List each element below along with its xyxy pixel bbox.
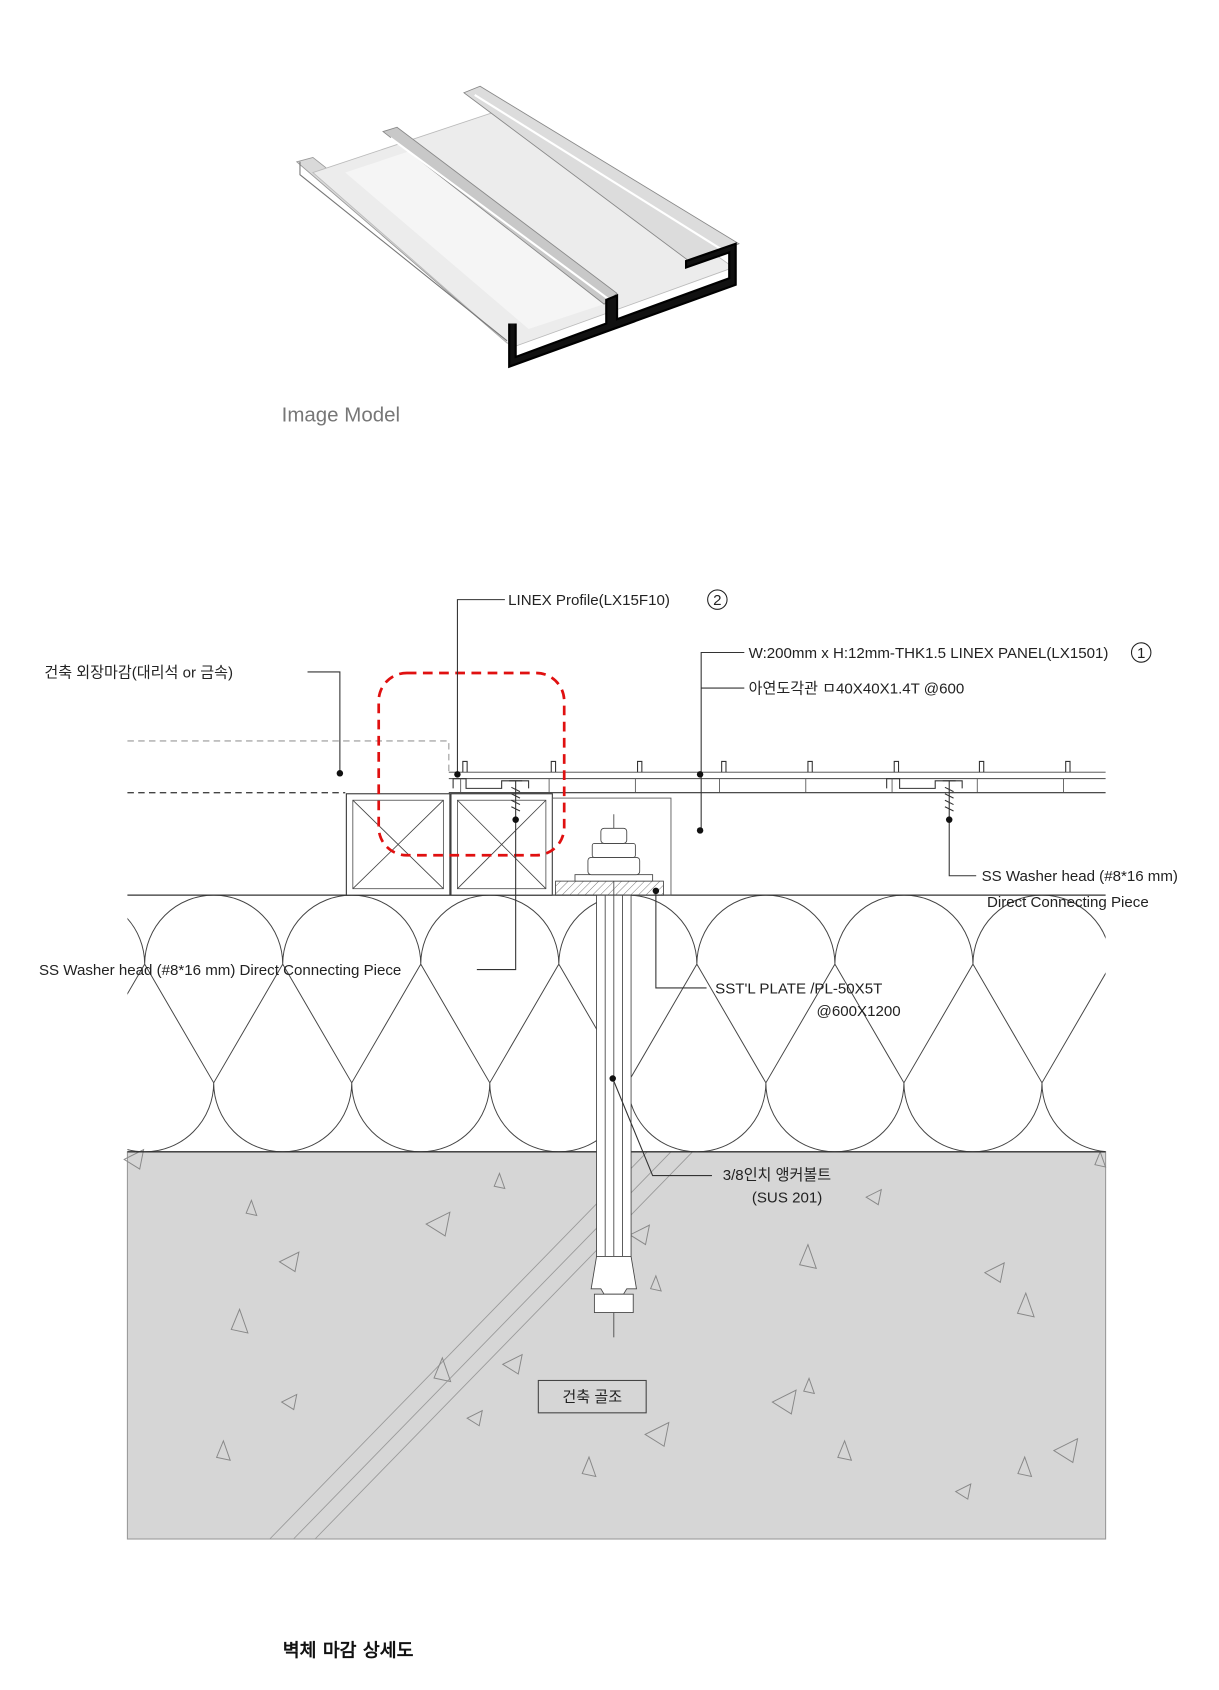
aggregate-triangle [983, 1262, 1005, 1284]
aggregate-triangle [278, 1251, 300, 1273]
aggregate-triangle [1017, 1455, 1033, 1478]
panel-rib [978, 760, 985, 773]
aggregate-triangle [837, 1439, 853, 1461]
label-exterior-finish: 건축 외장마감(대리석 or 금속) [44, 664, 233, 681]
label-square-pipe: 아연도각관 ㅁ40X40X1.4T @600 [749, 680, 965, 697]
existing-finish-outline [127, 740, 450, 773]
aggregate-triangle [649, 1274, 662, 1292]
leader-dots [336, 770, 953, 1082]
label-linex-panel-number: 1 [1137, 645, 1145, 662]
label-anchor-bolt: 3/8인치 앵커볼트 [723, 1167, 832, 1184]
label-building-structure: 건축 골조 [562, 1389, 622, 1406]
linex-panel [448, 760, 1106, 794]
aggregate-triangle [280, 1393, 298, 1411]
aggregate-triangle [230, 1307, 249, 1334]
panel-rib [893, 760, 900, 773]
square-pipe-frame [345, 793, 672, 896]
label-steel-plate: SST'L PLATE /PL-50X5T [715, 980, 882, 997]
image-model-caption: Image Model [282, 404, 400, 427]
label-linex-profile-number: 2 [713, 592, 721, 609]
panel-rib [721, 760, 727, 773]
label-linex-profile: LINEX Profile(LX15F10) [508, 592, 670, 609]
aggregate-triangle [1016, 1291, 1035, 1318]
drawing-title: 벽체 마감 상세도 [283, 1641, 414, 1662]
aggregate-triangle [1094, 1150, 1107, 1168]
aggregate-triangle [1052, 1437, 1079, 1464]
panel-rib [1065, 760, 1071, 773]
aggregate-triangle [425, 1211, 451, 1237]
steel-plate-and-nut [555, 827, 664, 896]
aggregate-triangle [581, 1455, 597, 1478]
panel-rib [637, 760, 643, 773]
profile-cross-section [508, 242, 737, 369]
label-washer-right: SS Washer head (#8*16 mm) [982, 868, 1178, 885]
aggregate-triangle [798, 1243, 817, 1269]
label-steel-plate-spacing: @600X1200 [817, 1003, 901, 1020]
panel-rib [807, 760, 813, 773]
aggregate-triangle [629, 1224, 651, 1246]
panel-rib [462, 760, 468, 773]
aggregate-triangle [215, 1439, 231, 1461]
label-washer-right-2: Direct Connecting Piece [987, 894, 1149, 911]
aggregate-triangle [771, 1389, 797, 1415]
aggregate-triangle [466, 1409, 483, 1427]
label-washer-left: SS Washer head (#8*16 mm) Direct Connect… [39, 962, 401, 979]
aggregate-triangle [954, 1483, 972, 1500]
highlight-region [377, 671, 566, 857]
panel-rib [550, 760, 557, 773]
aggregate-triangle [865, 1188, 882, 1206]
aggregate-triangle [644, 1421, 670, 1448]
aggregate-triangle [433, 1356, 452, 1383]
aggregate-triangle [501, 1353, 523, 1375]
label-anchor-bolt-material: (SUS 201) [752, 1190, 822, 1207]
aggregate-triangle [123, 1148, 145, 1170]
label-linex-panel: W:200mm x H:12mm-THK1.5 LINEX PANEL(LX15… [749, 645, 1109, 662]
profile-3d-model [295, 85, 740, 369]
leader-lines [307, 599, 977, 1177]
aggregate-triangle [803, 1376, 816, 1395]
concrete-aggregate-marks [123, 1148, 1107, 1500]
aggregate-triangle [493, 1172, 506, 1190]
screws [509, 780, 956, 820]
aggregate-triangle [245, 1198, 258, 1217]
